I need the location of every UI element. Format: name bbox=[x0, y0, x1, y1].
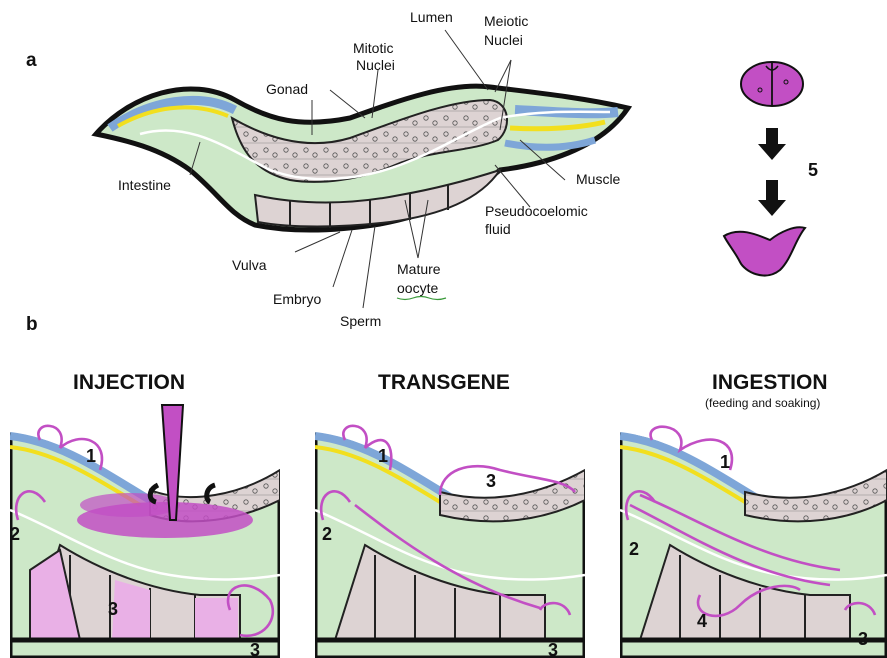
ingestion-num-4: 4 bbox=[697, 611, 707, 631]
label-gonad: Gonad bbox=[266, 81, 308, 97]
injection-num-3b: 3 bbox=[250, 640, 260, 658]
ingestion-num-1: 1 bbox=[720, 452, 730, 472]
down-arrow-icon bbox=[758, 128, 786, 160]
label-pseudo-1: Pseudocoelomic bbox=[485, 203, 588, 219]
ingestion-num-3: 3 bbox=[858, 629, 868, 649]
spellcheck-underline bbox=[397, 297, 446, 300]
label-meiotic-2: Nuclei bbox=[484, 32, 523, 48]
label-mature-2: oocyte bbox=[397, 280, 438, 296]
ingestion-diagram bbox=[620, 435, 887, 658]
label-intestine: Intestine bbox=[118, 177, 171, 193]
panel-a-letter: a bbox=[26, 50, 37, 71]
transgene-num-3b: 3 bbox=[548, 640, 558, 658]
subtitle-ingestion: (feeding and soaking) bbox=[705, 396, 820, 410]
label-mature-1: Mature bbox=[397, 261, 441, 277]
injection-num-2: 2 bbox=[10, 524, 20, 544]
ingestion-num-2: 2 bbox=[629, 539, 639, 559]
injection-num-3a: 3 bbox=[108, 599, 118, 619]
injection-num-1: 1 bbox=[86, 446, 96, 466]
transgene-num-3a: 3 bbox=[486, 471, 496, 491]
title-ingestion: INGESTION bbox=[712, 371, 828, 394]
panel-b-letter: b bbox=[26, 314, 38, 335]
transgene-num-1: 1 bbox=[378, 446, 388, 466]
down-arrow-icon bbox=[758, 180, 786, 216]
label-meiotic-1: Meiotic bbox=[484, 13, 528, 29]
injection-diagram bbox=[10, 435, 280, 658]
embryo-to-worm bbox=[724, 62, 805, 275]
label-sperm: Sperm bbox=[340, 313, 381, 329]
step-number: 5 bbox=[808, 160, 818, 180]
title-injection: INJECTION bbox=[73, 371, 185, 394]
title-transgene: TRANSGENE bbox=[378, 371, 510, 394]
label-mitotic-2: Nuclei bbox=[356, 57, 395, 73]
label-muscle: Muscle bbox=[576, 171, 621, 187]
transgene-diagram bbox=[315, 435, 585, 658]
label-lumen: Lumen bbox=[410, 9, 453, 25]
transgene-num-2: 2 bbox=[322, 524, 332, 544]
label-embryo: Embryo bbox=[273, 291, 321, 307]
label-pseudo-2: fluid bbox=[485, 221, 511, 237]
label-vulva: Vulva bbox=[232, 257, 267, 273]
label-mitotic-1: Mitotic bbox=[353, 40, 393, 56]
worm-icon bbox=[724, 227, 805, 275]
